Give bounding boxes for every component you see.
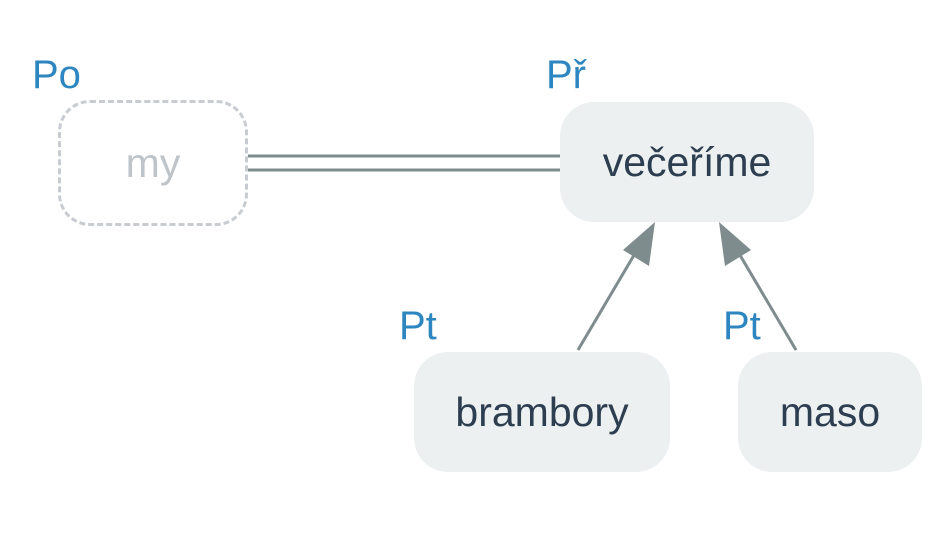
node-maso: maso: [738, 352, 922, 472]
edge-maso-vecerime: [719, 222, 798, 351]
edge-my-vecerime: [248, 154, 560, 172]
node-my-label: my: [125, 139, 181, 186]
node-my: my: [58, 100, 248, 226]
role-tag-brambory: Pt: [399, 304, 437, 348]
node-brambory-label: brambory: [455, 388, 629, 435]
node-maso-label: maso: [779, 388, 881, 435]
node-vecerime-label: večeříme: [602, 138, 772, 185]
node-brambory: brambory: [414, 352, 670, 472]
edge-brambory-vecerime: [576, 222, 655, 351]
role-tag-my: Po: [32, 53, 81, 97]
role-tag-vecerime: Př: [546, 53, 586, 97]
node-vecerime: večeříme: [560, 102, 814, 222]
role-tag-maso: Pt: [723, 304, 761, 348]
